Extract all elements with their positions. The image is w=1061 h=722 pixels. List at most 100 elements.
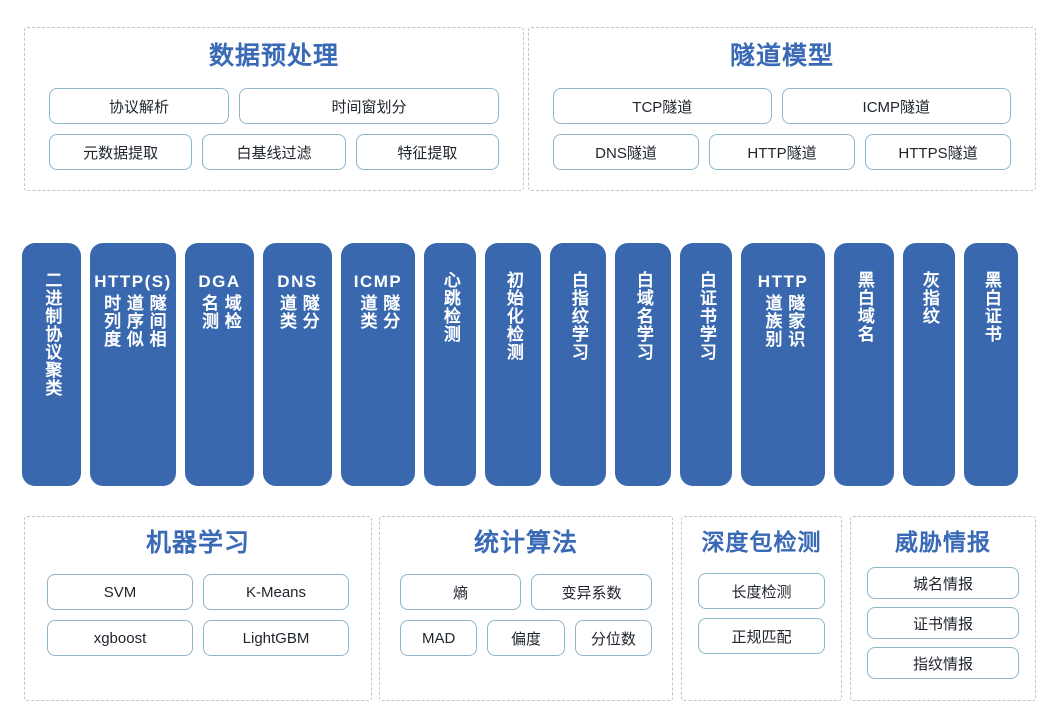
capability-column-vertical-text: 域检名测	[197, 294, 242, 330]
chip-whitelist-baseline-filter[interactable]: 白基线过滤	[202, 134, 346, 170]
capability-column-vertical-text: 黑白证书	[980, 271, 1002, 343]
chip-domain-intelligence[interactable]: 城名情报	[867, 567, 1019, 599]
threat-intel-items: 城名情报 证书情报 指纹情报	[867, 567, 1019, 679]
chip-fingerprint-intelligence[interactable]: 指纹情报	[867, 647, 1019, 679]
capability-column[interactable]: DGA 域检名测	[185, 243, 254, 486]
panel-statistical-algorithms: 统计算法 熵 变异系数 MAD 偏度 分位数	[379, 516, 673, 701]
panel-tunnel-model: 隧道模型 TCP隧道 ICMP隧道 DNS隧道 HTTP隧道 HTTPS隧道	[528, 27, 1036, 191]
capability-column-vertical-text: 白证书学习	[695, 271, 717, 361]
capability-column-line: 心跳检测	[440, 271, 460, 343]
capability-column-line: 隧家识	[785, 294, 805, 349]
chip-lightgbm[interactable]: LightGBM	[203, 620, 349, 656]
chip-regex-matching[interactable]: 正规匹配	[698, 618, 825, 654]
capability-column-content: 心跳检测	[439, 271, 461, 343]
capability-column-content: HTTP(S)隧间相道序似时列度	[94, 271, 172, 348]
capability-column-vertical-text: 白指纹学习	[567, 271, 589, 361]
tunnel-row-2: DNS隧道 HTTP隧道 HTTPS隧道	[553, 134, 1011, 170]
capability-column-vertical-text: 心跳检测	[439, 271, 461, 343]
capability-column-line: 隧分	[380, 294, 400, 331]
capability-column[interactable]: 初始化检测	[485, 243, 541, 486]
capability-column-line: 白证书学习	[696, 271, 716, 361]
capability-column-latin-label: ICMP	[353, 272, 403, 291]
capability-column-line: 黑白证书	[981, 271, 1001, 343]
capability-column-line: 黑白域名	[854, 271, 874, 343]
panel-data-preprocessing: 数据预处理 协议解析 时间窗划分 元数据提取 白基线过滤 特征提取	[24, 27, 524, 191]
chip-xgboost[interactable]: xgboost	[47, 620, 193, 656]
capability-column-vertical-text: 隧家识道族别	[761, 294, 806, 348]
capability-column-line: 道类	[357, 294, 377, 331]
chip-length-detection[interactable]: 长度检测	[698, 573, 825, 609]
capability-column[interactable]: 白域名学习	[615, 243, 671, 486]
chip-certificate-intelligence[interactable]: 证书情报	[867, 607, 1019, 639]
capability-column-line: 名测	[199, 294, 218, 331]
chip-entropy[interactable]: 熵	[400, 574, 521, 610]
chip-metadata-extraction[interactable]: 元数据提取	[49, 134, 193, 170]
capability-column-content: 白指纹学习	[567, 271, 589, 361]
stat-row-2: MAD 偏度 分位数	[400, 620, 652, 656]
chip-protocol-parsing[interactable]: 协议解析	[49, 88, 229, 124]
capability-column-line: 灰指纹	[919, 271, 939, 325]
capability-column-line: 隧间相	[146, 294, 166, 349]
chip-svm[interactable]: SVM	[47, 574, 193, 610]
panel-deep-packet-inspection: 深度包检测 长度检测 正规匹配	[681, 516, 842, 701]
chip-quantile[interactable]: 分位数	[574, 620, 652, 656]
chip-https-tunnel[interactable]: HTTPS隧道	[865, 134, 1011, 170]
capability-column[interactable]: ICMP 隧分道类	[341, 243, 415, 486]
capability-column[interactable]: 黑白证书	[964, 243, 1018, 486]
capability-column[interactable]: 心跳检测	[424, 243, 476, 486]
capability-column-latin-label: DGA	[198, 272, 241, 291]
chip-icmp-tunnel[interactable]: ICMP隧道	[781, 88, 1011, 124]
capability-column-line: 白域名学习	[633, 271, 653, 361]
ml-row-2: xgboost LightGBM	[47, 620, 349, 656]
chip-time-window-split[interactable]: 时间窗划分	[238, 88, 499, 124]
panel-title-deep-packet-inspection: 深度包检测	[701, 529, 822, 555]
capability-column-content: HTTP 隧家识道族别	[758, 271, 808, 348]
panel-title-data-preprocessing: 数据预处理	[208, 42, 339, 70]
preprocess-row-1: 协议解析 时间窗划分	[49, 88, 499, 124]
capability-column-line: 道类	[277, 294, 296, 331]
capability-column[interactable]: 白证书学习	[680, 243, 732, 486]
chip-http-tunnel[interactable]: HTTP隧道	[709, 134, 855, 170]
capability-column[interactable]: 二进制协议聚类	[22, 243, 81, 486]
capability-column-line: 隧分	[299, 294, 319, 331]
capability-column-content: DNS 隧分道类	[275, 271, 320, 330]
stat-row-1: 熵 变异系数	[400, 574, 652, 610]
capability-column[interactable]: HTTP 隧家识道族别	[741, 243, 825, 486]
capability-column[interactable]: DNS 隧分道类	[263, 243, 332, 486]
capability-column[interactable]: 白指纹学习	[550, 243, 606, 486]
capability-column-line: 白指纹学习	[568, 271, 588, 361]
capability-column[interactable]: 灰指纹	[903, 243, 955, 486]
ml-row-1: SVM K-Means	[47, 574, 349, 610]
dpi-items: 长度检测 正规匹配	[698, 573, 825, 654]
panel-machine-learning: 机器学习 SVM K-Means xgboost LightGBM	[24, 516, 372, 701]
capability-column-line: 时列度	[101, 294, 121, 349]
panel-title-threat-intelligence: 威胁情报	[895, 529, 991, 555]
capability-column-line: 二进制协议聚类	[42, 271, 62, 397]
capability-column-content: ICMP 隧分道类	[354, 271, 403, 330]
capability-column-vertical-text: 灰指纹	[918, 271, 940, 325]
chip-tcp-tunnel[interactable]: TCP隧道	[553, 88, 772, 124]
capability-column-latin-label: HTTP	[757, 272, 809, 291]
capability-column-content: DGA 域检名测	[197, 271, 242, 330]
capability-column-latin-label: DNS	[277, 272, 318, 291]
capability-column-vertical-text: 白域名学习	[632, 271, 654, 361]
capability-column[interactable]: 黑白域名	[834, 243, 894, 486]
capability-column-line: 初始化检测	[503, 271, 523, 361]
chip-mad[interactable]: MAD	[400, 620, 478, 656]
chip-kmeans[interactable]: K-Means	[203, 574, 349, 610]
tunnel-row-1: TCP隧道 ICMP隧道	[553, 88, 1011, 124]
panel-title-statistical-algorithms: 统计算法	[473, 529, 578, 557]
capability-column-line: 道序似	[123, 294, 143, 349]
capability-column-line: 域检	[221, 294, 241, 331]
chip-feature-extraction[interactable]: 特征提取	[355, 134, 499, 170]
chip-coefficient-of-variation[interactable]: 变异系数	[531, 574, 652, 610]
capability-column[interactable]: HTTP(S)隧间相道序似时列度	[90, 243, 176, 486]
panel-title-tunnel-model: 隧道模型	[729, 42, 834, 70]
capability-column-content: 初始化检测	[502, 271, 524, 361]
chip-skewness[interactable]: 偏度	[487, 620, 565, 656]
capability-column-content: 白证书学习	[695, 271, 717, 361]
chip-dns-tunnel[interactable]: DNS隧道	[553, 134, 699, 170]
preprocess-row-2: 元数据提取 白基线过滤 特征提取	[49, 134, 499, 170]
panel-title-machine-learning: 机器学习	[145, 529, 250, 557]
capability-column-vertical-text: 隧分道类	[275, 294, 320, 330]
